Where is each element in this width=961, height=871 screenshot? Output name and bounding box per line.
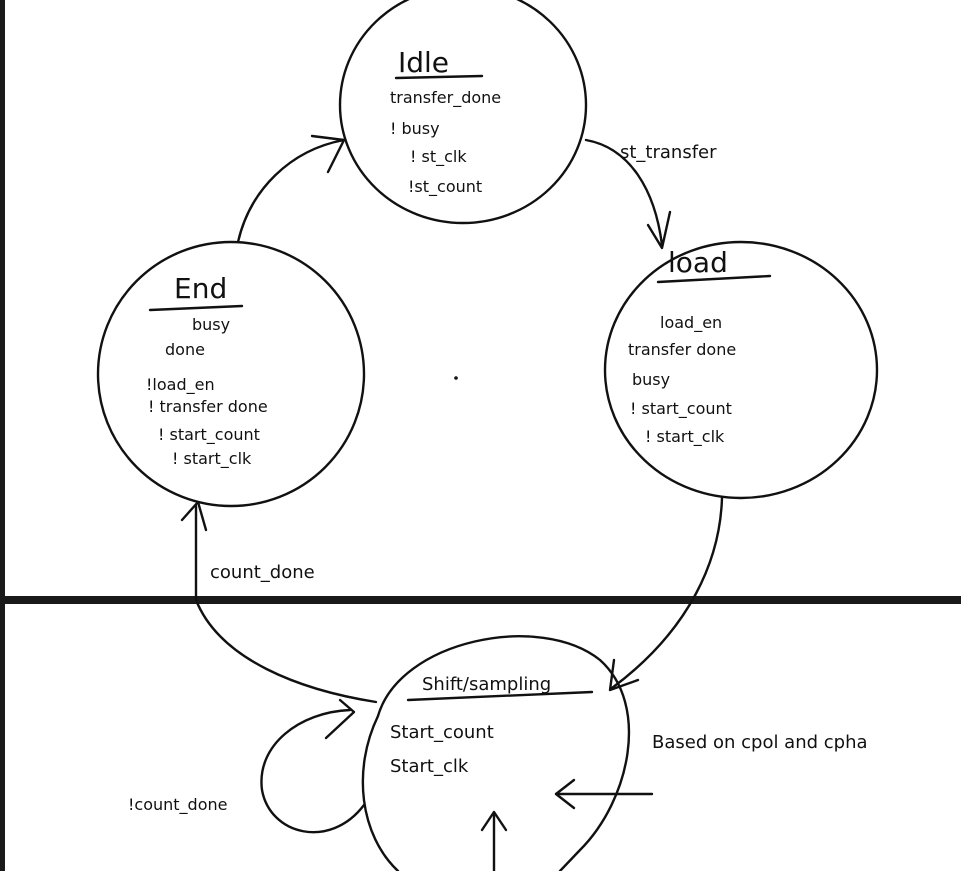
transition-load-to-shift-line (610, 496, 724, 690)
transition-shift-self-loop: !count_done (128, 698, 366, 834)
transition-idle-to-load: st_transfer (584, 138, 717, 250)
transition-shift-to-end-arrowhead (180, 500, 208, 532)
state-end-output-3: !load_en (146, 375, 215, 395)
transition-shift-self-loop-label: !count_done (128, 795, 227, 815)
state-end-title: End (174, 272, 227, 305)
middle-divider-bar (0, 596, 961, 604)
transition-shift-self-loop-arrowhead (324, 698, 356, 740)
state-load: load load_en transfer done busy ! start_… (603, 240, 879, 500)
state-idle-title-underline (394, 74, 484, 80)
state-load-output-2: transfer done (628, 340, 736, 359)
left-frame-border (0, 0, 5, 871)
state-idle-output-3: ! st_clk (410, 147, 467, 167)
state-shift: Shift/sampling Start_count Start_clk (361, 635, 631, 871)
transition-end-to-idle (236, 134, 346, 244)
transition-end-to-idle-line (236, 138, 346, 244)
state-idle: Idle transfer_done ! busy ! st_clk !st_c… (338, 0, 588, 225)
state-load-title-underline (656, 274, 772, 284)
state-load-circle (603, 240, 879, 500)
transition-idle-to-load-line (584, 138, 664, 247)
state-end-title-underline (148, 304, 244, 312)
state-load-output-3: busy (632, 370, 670, 389)
state-end-output-1: busy (192, 315, 230, 334)
state-shift-circle (361, 635, 631, 871)
state-end: End busy done !load_en ! transfer done !… (96, 240, 366, 508)
state-load-output-5: ! start_clk (645, 427, 725, 447)
stray-dot (454, 376, 458, 380)
state-load-output-1: load_en (660, 313, 722, 333)
transition-idle-to-load-label: st_transfer (620, 142, 717, 163)
transition-load-to-shift-arrowhead (608, 658, 640, 692)
shift-input-arrow-right-head (554, 778, 576, 810)
state-shift-title-underline (406, 690, 594, 702)
state-shift-title: Shift/sampling (422, 674, 551, 695)
state-load-output-4: ! start_count (630, 399, 732, 419)
state-idle-title: Idle (398, 46, 449, 79)
state-end-output-2: done (165, 340, 205, 359)
transition-idle-to-load-arrowhead (646, 210, 672, 250)
state-idle-output-2: ! busy (390, 119, 440, 138)
state-end-circle (96, 240, 366, 508)
transition-shift-to-end-line (194, 504, 378, 704)
transition-end-to-idle-arrowhead (310, 134, 346, 174)
transition-load-to-shift (608, 496, 724, 692)
state-shift-output-1: Start_count (390, 722, 494, 743)
state-idle-circle (338, 0, 588, 225)
transition-shift-self-loop-line (260, 708, 366, 834)
state-end-output-5: ! start_count (158, 425, 260, 445)
state-idle-output-1: transfer_done (390, 88, 501, 108)
shift-input-arrows: Based on cpol and cpha (480, 732, 868, 871)
state-idle-output-4: !st_count (408, 177, 482, 197)
shift-input-note: Based on cpol and cpha (652, 732, 868, 753)
shift-input-arrow-bottom-head (480, 810, 508, 832)
state-end-output-4: ! transfer done (148, 397, 268, 416)
state-load-title: load (668, 246, 728, 279)
transition-shift-to-end: count_done (180, 500, 378, 704)
transition-shift-to-end-label: count_done (210, 562, 315, 583)
state-shift-output-2: Start_clk (390, 756, 469, 777)
state-end-output-6: ! start_clk (172, 449, 252, 469)
